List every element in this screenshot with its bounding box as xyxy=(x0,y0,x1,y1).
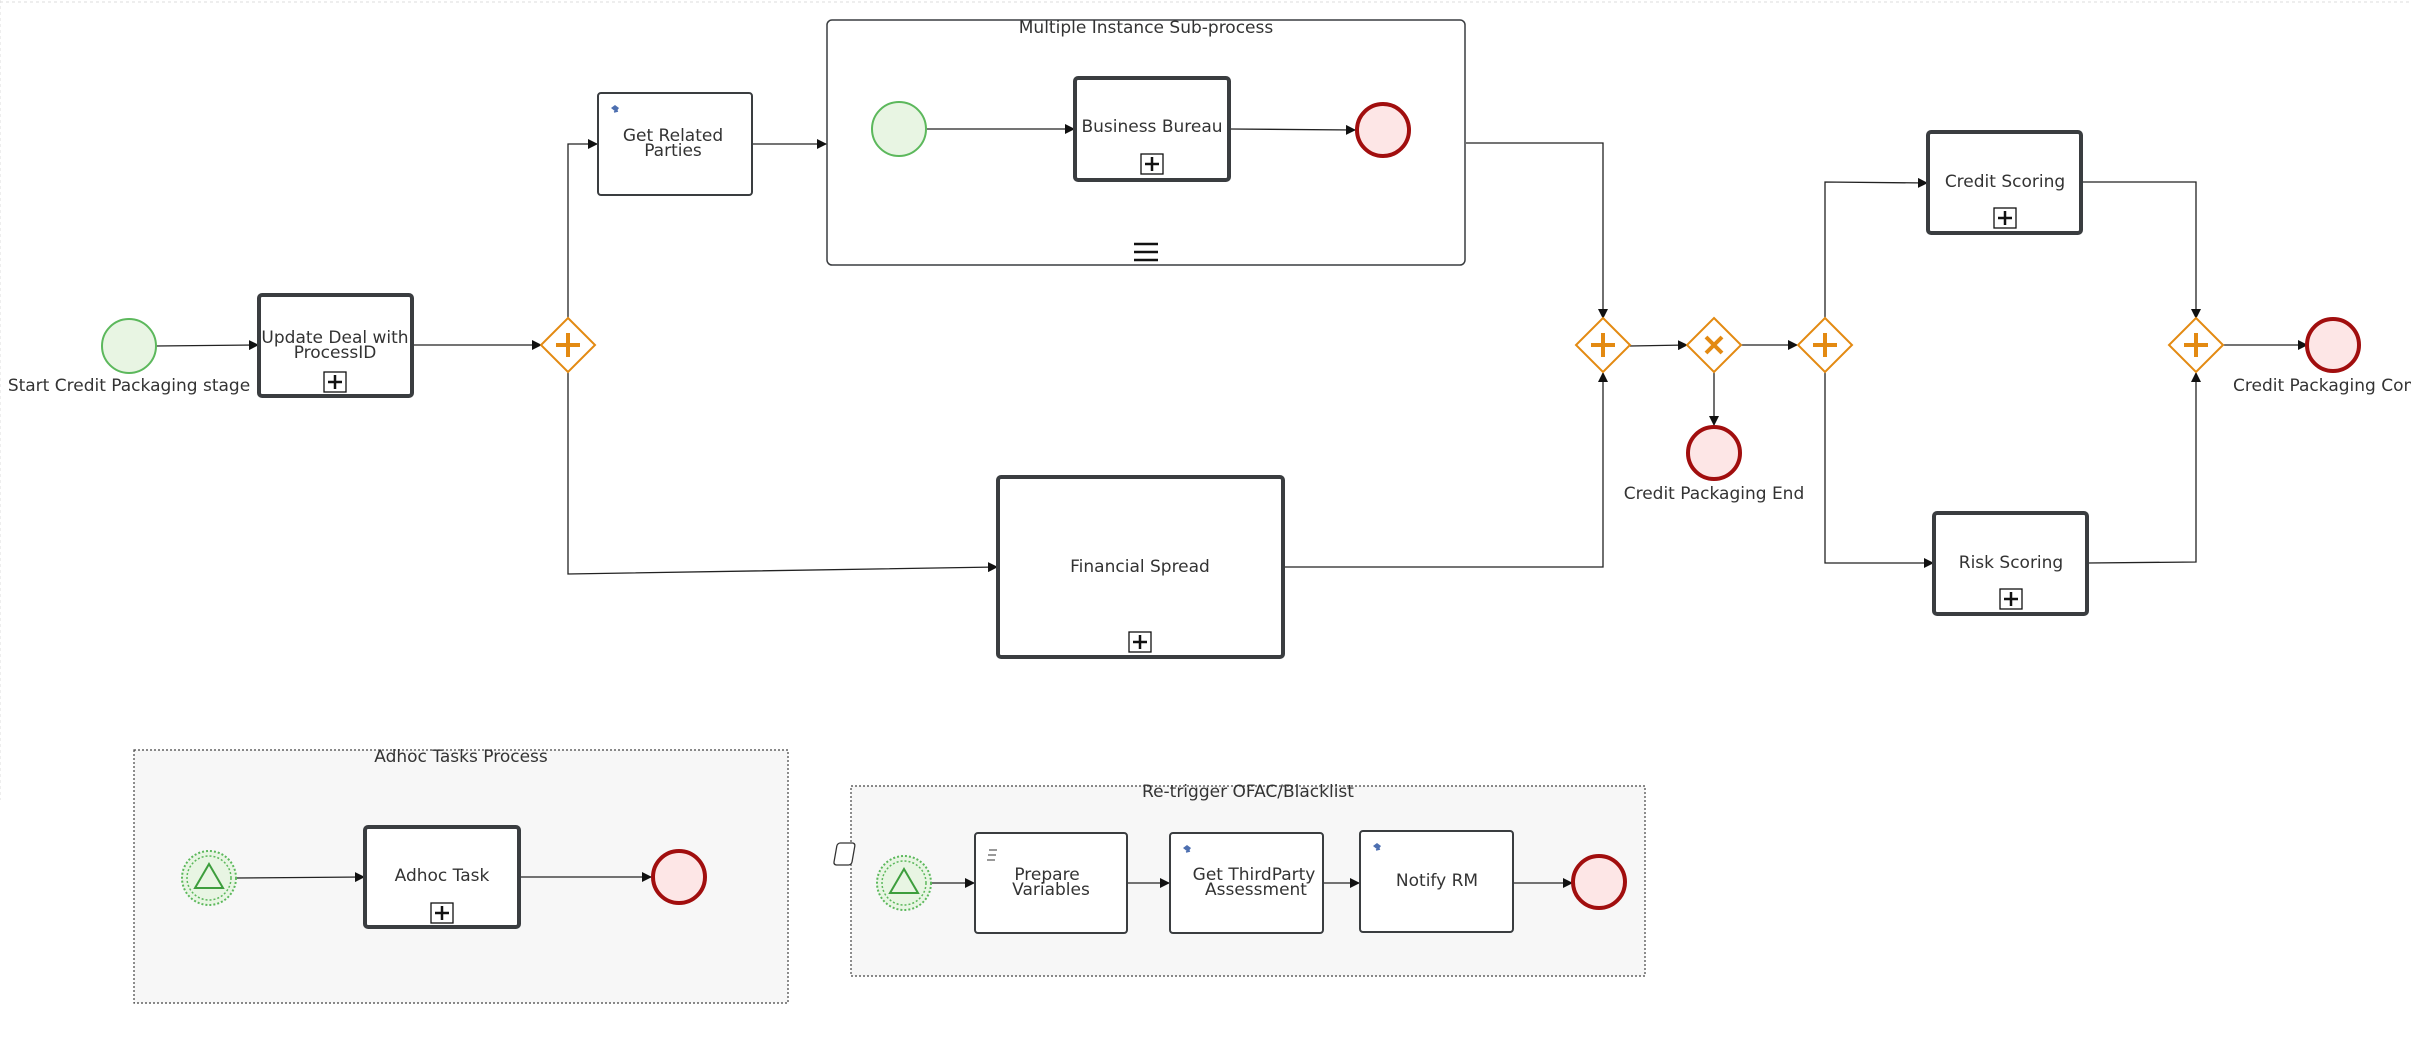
subprocess-expand-icon[interactable] xyxy=(430,902,454,924)
prepare-variables-line2: Variables xyxy=(1012,880,1090,900)
start-event[interactable] xyxy=(101,318,157,374)
subprocess-expand-icon[interactable] xyxy=(1993,207,2017,229)
financial-spread-label: Financial Spread xyxy=(1070,557,1210,577)
flow-gateway-to-financial xyxy=(567,372,998,575)
get-related-parties-task[interactable]: Get Related Parties xyxy=(597,92,753,196)
flow-adhoc-start-to-task xyxy=(235,872,365,883)
x-icon xyxy=(1704,335,1724,355)
multi-instance-title: Multiple Instance Sub-process xyxy=(1019,18,1274,38)
flow-split-to-credit xyxy=(1824,177,1928,318)
get-thirdparty-task[interactable]: Get ThirdParty Assessment xyxy=(1169,832,1324,934)
flow-credit-to-join xyxy=(2082,181,2201,319)
parallel-gateway-join[interactable] xyxy=(1574,316,1632,374)
subprocess-expand-icon[interactable] xyxy=(1999,588,2023,610)
credit-scoring-label: Credit Scoring xyxy=(1945,172,2065,192)
parallel-gateway-split-2[interactable] xyxy=(1796,316,1854,374)
signal-triangle-icon xyxy=(888,867,920,894)
business-bureau-label: Business Bureau xyxy=(1081,117,1222,137)
update-deal-task[interactable]: Update Deal with ProcessID xyxy=(257,293,414,398)
get-related-line1: Get Related xyxy=(623,126,723,146)
exclusive-gateway[interactable] xyxy=(1685,316,1743,374)
adhoc-end-event[interactable] xyxy=(651,849,707,905)
get-related-line2: Parties xyxy=(644,141,702,161)
credit-packaging-end-event[interactable] xyxy=(1686,425,1742,481)
adhoc-task[interactable]: Adhoc Task xyxy=(363,825,521,929)
flow-bureau-to-inner-end xyxy=(1229,124,1356,135)
adhoc-task-label: Adhoc Task xyxy=(395,866,490,886)
service-task-icon xyxy=(1183,845,1191,853)
subprocess-expand-icon[interactable] xyxy=(1140,153,1164,175)
prepare-variables-line1: Prepare xyxy=(1014,865,1079,885)
plus-icon xyxy=(1813,333,1837,357)
subprocess-end-event[interactable] xyxy=(1355,102,1411,158)
get-thirdparty-line1: Get ThirdParty xyxy=(1193,865,1316,885)
retrigger-signal-start-event[interactable] xyxy=(876,855,932,911)
notify-rm-task[interactable]: Notify RM xyxy=(1359,830,1514,933)
adhoc-signal-start-event[interactable] xyxy=(181,850,237,906)
credit-packaging-complete-label: Credit Packaging Compl xyxy=(2233,376,2411,396)
plus-icon xyxy=(2184,333,2208,357)
plus-icon xyxy=(556,333,580,357)
retrigger-title: Re-trigger OFAC/Blacklist xyxy=(1142,782,1354,802)
flow-split-to-risk xyxy=(1824,372,1934,568)
financial-spread-task[interactable]: Financial Spread xyxy=(996,475,1285,659)
flow-gateway-to-related xyxy=(567,139,598,318)
flow-risk-to-join xyxy=(2087,372,2201,564)
subprocess-expand-icon[interactable] xyxy=(1128,631,1152,653)
sequence-flows xyxy=(155,124,2308,888)
business-bureau-task[interactable]: Business Bureau xyxy=(1073,76,1231,182)
subprocess-start-event[interactable] xyxy=(871,101,927,157)
risk-scoring-label: Risk Scoring xyxy=(1959,553,2063,573)
parallel-gateway-join-2[interactable] xyxy=(2167,316,2225,374)
script-task-icon xyxy=(833,842,997,866)
credit-packaging-end-label: Credit Packaging End xyxy=(1624,484,1805,504)
notify-rm-label: Notify RM xyxy=(1396,871,1478,891)
flow-subprocess-to-join xyxy=(1466,142,1608,319)
retrigger-end-event[interactable] xyxy=(1571,854,1627,910)
service-task-icon xyxy=(1373,843,1381,851)
risk-scoring-task[interactable]: Risk Scoring xyxy=(1932,511,2089,616)
update-deal-line2: ProcessID xyxy=(294,343,377,363)
subprocess-expand-icon[interactable] xyxy=(323,371,347,393)
credit-scoring-task[interactable]: Credit Scoring xyxy=(1926,130,2083,235)
credit-packaging-complete-event[interactable] xyxy=(2305,317,2361,373)
prepare-variables-task[interactable]: Prepare Variables xyxy=(833,832,1128,934)
service-task-icon xyxy=(611,105,619,113)
adhoc-process-title: Adhoc Tasks Process xyxy=(374,747,548,767)
parallel-gateway-split[interactable] xyxy=(539,316,597,374)
flow-start-to-update xyxy=(155,340,259,351)
start-event-label: Start Credit Packaging stage xyxy=(8,376,250,396)
flow-join-to-xor xyxy=(1629,340,1688,351)
update-deal-line1: Update Deal with xyxy=(261,328,408,348)
signal-triangle-icon xyxy=(193,862,225,889)
flow-financial-to-join xyxy=(1284,372,1608,568)
plus-icon xyxy=(1591,333,1615,357)
multi-instance-marker-icon xyxy=(1134,242,1158,262)
get-thirdparty-line2: Assessment xyxy=(1205,880,1307,900)
